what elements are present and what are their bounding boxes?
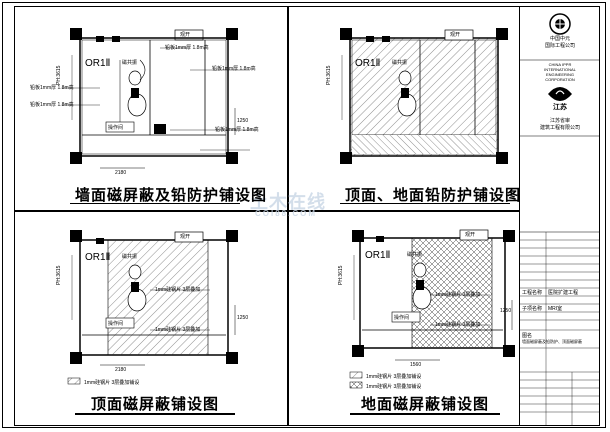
- dim-bottom-bl: 2180: [115, 367, 127, 373]
- dim-bottom-tl: 2180: [115, 170, 127, 176]
- tag2-tl: 操作间: [108, 125, 124, 131]
- watermark-subtext: COI88.COM: [255, 209, 318, 218]
- note2-tl: 铅板1mm厚 1.8m高: [212, 66, 256, 72]
- company-name-sub: 国际工程公司: [544, 43, 575, 49]
- room-label-tr: OR1Ⅱ: [355, 58, 381, 69]
- caption-underline: [70, 203, 240, 204]
- company-name-en3: ENGINEERING: [545, 72, 574, 77]
- dim-label-tr: PH:3615: [326, 65, 332, 85]
- caption-top-right: 顶面、地面铅防护铺设图: [345, 187, 522, 204]
- tag1-br: 磁共振: [407, 252, 423, 258]
- company-name-cn: 中国中元: [549, 36, 570, 42]
- company-logo-icon: [549, 13, 571, 35]
- company-name-en4: CORPORATION: [545, 77, 575, 82]
- caption-top-left: 墙面磁屏蔽及铅防护铺设图: [75, 187, 268, 204]
- dim-label-tl: PH:3615: [56, 65, 62, 85]
- tb-row2-value: MRI室: [548, 306, 563, 312]
- partner-sub: 江苏省审: [549, 118, 570, 124]
- tag1-bl: 磁共振: [122, 254, 138, 260]
- tag2-br: 操作间: [394, 315, 410, 321]
- caption-underline: [350, 413, 500, 415]
- note1-bl: 1mm硅钢片 3层叠加: [155, 287, 201, 293]
- legend-text-bl: 1mm硅钢片 3层叠加铺设: [84, 380, 140, 386]
- note2-bl: 1mm硅钢片 3层叠加: [155, 327, 201, 333]
- tb-row3-label: 图名: [522, 333, 533, 339]
- company-name-en2: INTERNATIONAL: [544, 67, 576, 72]
- tag2-bl: 操作间: [108, 321, 124, 327]
- title-block-lines: [520, 59, 600, 426]
- tag1-tl: 磁共振: [122, 60, 138, 66]
- panel-top-left: [14, 6, 288, 211]
- door-label-bl: 观开: [180, 234, 191, 240]
- room-label-br: OR1Ⅱ: [365, 250, 391, 261]
- tb-row1-value: 医院扩建工程: [548, 290, 579, 296]
- panel-bottom-right: [288, 211, 520, 426]
- company-name-en1: CHINA IPPR: [548, 62, 572, 67]
- dim-right-br: 1250: [500, 308, 512, 314]
- dim-label-bl: PH:3615: [56, 265, 62, 285]
- room-label-tl: OR1Ⅱ: [85, 58, 111, 69]
- watermark-text: 土木在线: [250, 192, 326, 212]
- partner-name: 江苏: [553, 104, 567, 111]
- panel-top-right: [288, 6, 520, 211]
- door-label-br: 观开: [465, 232, 476, 238]
- note4-tl: 铅板1mm厚 1.8m高: [30, 102, 74, 108]
- note2-br: 1mm硅钢片 3层叠加: [435, 322, 481, 328]
- note1-br: 1mm硅钢片 3层叠加: [435, 292, 481, 298]
- dim-bottom-br: 1560: [410, 362, 422, 368]
- legend-text2-br: 1mm硅钢片 3层叠加铺设: [366, 384, 422, 390]
- room-label-bl: OR1Ⅱ: [85, 252, 111, 263]
- note5-tl: 铅板1mm厚 1.8m高: [215, 127, 259, 133]
- caption-underline: [75, 413, 235, 415]
- partner-logo-icon: [548, 87, 572, 101]
- caption-bottom-left: 顶面磁屏蔽铺设图: [90, 396, 219, 413]
- tag1-tr: 磁共振: [392, 60, 408, 66]
- dim-label-br: PH:3615: [338, 265, 344, 285]
- door-label-tr: 观开: [450, 32, 461, 38]
- dim-right-tl: 1250: [237, 118, 249, 124]
- partner-sub2: 建筑工程有限公司: [539, 125, 580, 131]
- panel-bottom-left: [14, 211, 288, 426]
- tb-row3-value: 墙面磁屏蔽及铅防护、顶面磁屏蔽: [522, 339, 582, 344]
- legend-text1-br: 1mm硅钢片 3层叠加铺设: [366, 374, 422, 380]
- caption-underline: [340, 203, 510, 204]
- plan-bottom-left: [67, 230, 238, 385]
- plan-bottom-right: [349, 229, 515, 389]
- tb-row2-label: 子项名称: [522, 306, 543, 312]
- plan-top-left: [62, 28, 255, 169]
- door-label-tl: 观开: [180, 32, 191, 38]
- plan-top-right: [340, 28, 508, 164]
- outer-border: [2, 2, 606, 428]
- caption-bottom-right: 地面磁屏蔽铺设图: [360, 396, 489, 413]
- note3-tl: 铅板1mm厚 1.8m高: [30, 85, 74, 91]
- dim-right-bl: 1250: [237, 315, 249, 321]
- note1-tl: 铅板1mm厚 1.8m高: [165, 45, 209, 51]
- tb-row1-label: 工程名称: [522, 290, 543, 296]
